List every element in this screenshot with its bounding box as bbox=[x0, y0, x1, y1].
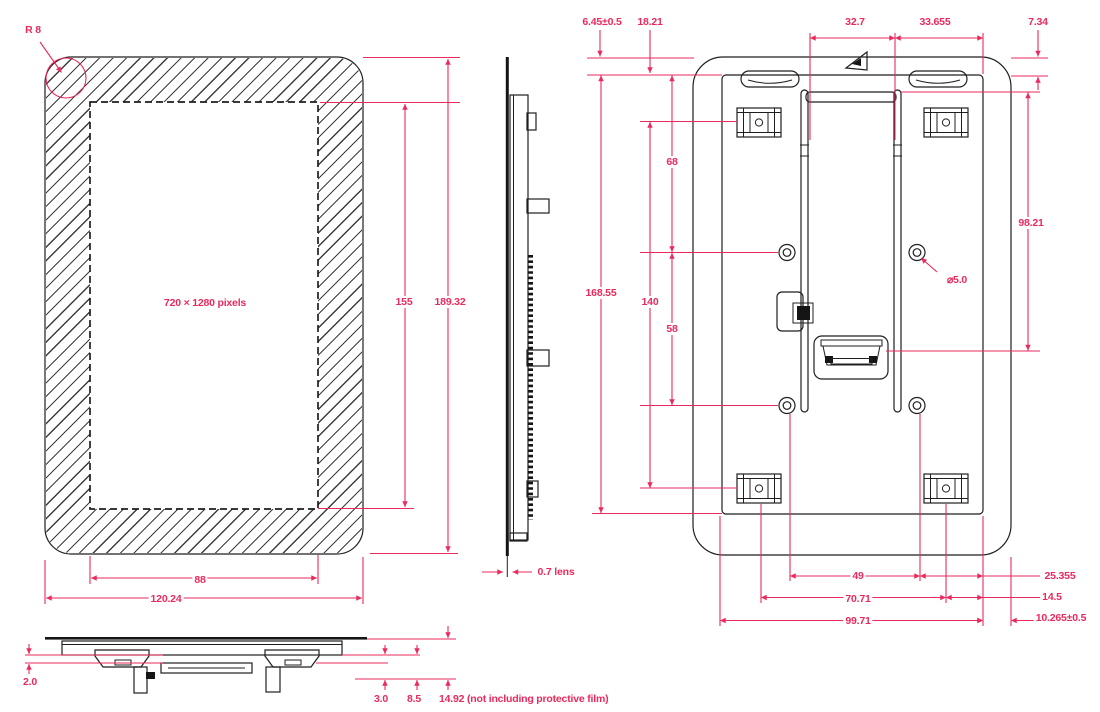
dim-rail-to-panel-edge: 33.655 bbox=[917, 16, 953, 28]
orientation-mark-inner bbox=[852, 58, 861, 66]
dim-rail-to-connector: 98.21 bbox=[1016, 217, 1046, 229]
side-bottom-step bbox=[509, 532, 528, 542]
rear-view bbox=[692, 50, 1012, 556]
dim-display-height: 155 bbox=[393, 296, 415, 308]
rail-top-bar bbox=[805, 91, 897, 103]
dim-rail-spacing: 32.7 bbox=[843, 16, 867, 28]
connector-profile bbox=[160, 662, 253, 674]
rear-outline bbox=[692, 56, 1012, 556]
side-tab bbox=[526, 198, 550, 214]
dim-corner-radius: R 8 bbox=[23, 24, 43, 36]
bottom-dimension-lines bbox=[25, 626, 456, 690]
dim-hole-horizontal-pitch: 49 bbox=[850, 570, 866, 582]
dim-overall-depth: 14.92 (not including protective film) bbox=[437, 693, 611, 705]
dim-top-right-gap: 7.34 bbox=[1026, 16, 1050, 28]
mount-foot bbox=[94, 649, 150, 668]
orientation-mark bbox=[844, 50, 868, 71]
switch-knob bbox=[146, 672, 155, 679]
screw-hole bbox=[908, 243, 926, 262]
dim-hole-diameter: ⌀5.0 bbox=[944, 274, 970, 286]
connector-housing bbox=[813, 335, 889, 380]
screw-hole bbox=[908, 396, 926, 415]
dim-glass-to-bracket: 2.0 bbox=[21, 676, 39, 688]
mount-bracket bbox=[923, 473, 969, 504]
bottom-view bbox=[45, 637, 367, 694]
dim-panel-height: 168.55 bbox=[583, 287, 619, 299]
side-view bbox=[505, 57, 550, 577]
dim-top-hole-offset: 68 bbox=[664, 156, 680, 168]
switch-knob bbox=[797, 306, 810, 320]
dim-overall-height: 189.32 bbox=[432, 296, 468, 308]
mount-leg bbox=[265, 666, 281, 693]
dim-top-edge-gap: 6.45±0.5 bbox=[580, 16, 624, 28]
dim-body-depth: 8.5 bbox=[405, 693, 423, 705]
dim-right-offset-c: 10.265±0.5 bbox=[1033, 612, 1089, 624]
dim-right-offset-b: 14.5 bbox=[1040, 591, 1064, 603]
dim-overall-width: 120.24 bbox=[148, 593, 184, 605]
glass-edge bbox=[505, 57, 509, 556]
side-tab bbox=[526, 112, 537, 131]
dim-bottom-hole-offset: 58 bbox=[664, 323, 680, 335]
dim-lens-thickness: 0.7 lens bbox=[535, 566, 577, 578]
dim-bracket-depth: 3.0 bbox=[372, 693, 390, 705]
side-tab bbox=[526, 349, 550, 367]
dim-bracket-horizontal-pitch: 70.71 bbox=[843, 593, 873, 605]
dim-edge-to-bracket: 18.21 bbox=[635, 16, 665, 28]
mount-bracket bbox=[736, 473, 782, 504]
side-tab bbox=[526, 480, 539, 498]
side-body bbox=[509, 94, 529, 541]
dim-right-offset-a: 25.355 bbox=[1042, 570, 1078, 582]
dim-display-width: 88 bbox=[192, 574, 208, 586]
bottom-body bbox=[61, 640, 343, 656]
mount-bracket bbox=[923, 107, 969, 138]
mount-rail-left bbox=[800, 89, 809, 413]
glass-edge bbox=[45, 637, 367, 640]
mount-rail-right bbox=[893, 89, 902, 413]
screw-hole bbox=[778, 396, 796, 415]
front-outline bbox=[44, 56, 364, 555]
mount-leg bbox=[133, 666, 148, 694]
dim-panel-width: 99.71 bbox=[843, 615, 873, 627]
display-resolution-label: 720 × 1280 pixels bbox=[161, 297, 249, 309]
screw-hole bbox=[778, 243, 796, 262]
switch bbox=[792, 302, 814, 324]
rear-dimension-lines bbox=[587, 30, 1048, 626]
radius-callout-circle bbox=[45, 57, 87, 99]
mount-bracket bbox=[736, 107, 782, 138]
rear-panel bbox=[721, 74, 984, 515]
top-slot bbox=[740, 70, 800, 88]
dim-bracket-vertical-pitch: 140 bbox=[639, 296, 661, 308]
top-slot bbox=[908, 70, 968, 88]
mount-foot bbox=[264, 649, 320, 668]
